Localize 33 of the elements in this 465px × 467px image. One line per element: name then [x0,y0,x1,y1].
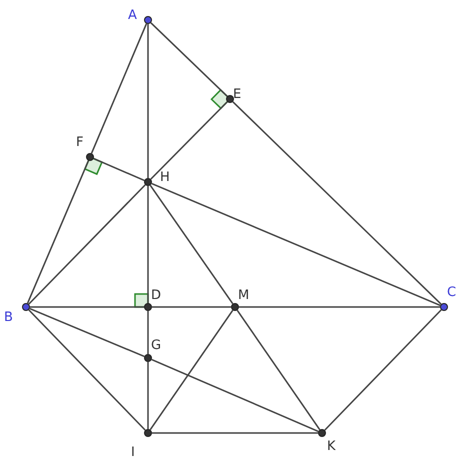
line-segment [324,309,442,431]
line-segment [239,306,440,308]
point-label: H [160,170,170,185]
point-label: E [233,87,242,102]
line-segment [151,182,441,306]
line-segment [147,24,149,178]
line-segment [28,309,146,431]
line-segment [147,311,149,354]
line-segment [150,310,234,430]
line-segment [152,306,231,308]
point-label: G [151,338,162,353]
line-segment [150,101,228,180]
line-segment [236,310,320,430]
line-segment [147,362,149,429]
line-segment [232,101,442,305]
point-label: F [76,135,84,150]
point-label: A [128,8,137,23]
line-segment [150,22,228,97]
point-label: C [447,285,456,300]
point-label: M [238,288,250,303]
line-segment [151,358,319,432]
line-segment [150,184,234,304]
line-segment [93,158,145,182]
line-segment [90,23,148,154]
line-segment [29,308,145,358]
line-segment [30,306,144,308]
point-label: B [4,310,13,325]
point-label: I [131,445,135,460]
line-segment [152,432,318,434]
point-label: D [151,288,162,303]
line-segment [147,186,149,303]
point-label: K [327,439,336,454]
line-segment [26,160,90,304]
